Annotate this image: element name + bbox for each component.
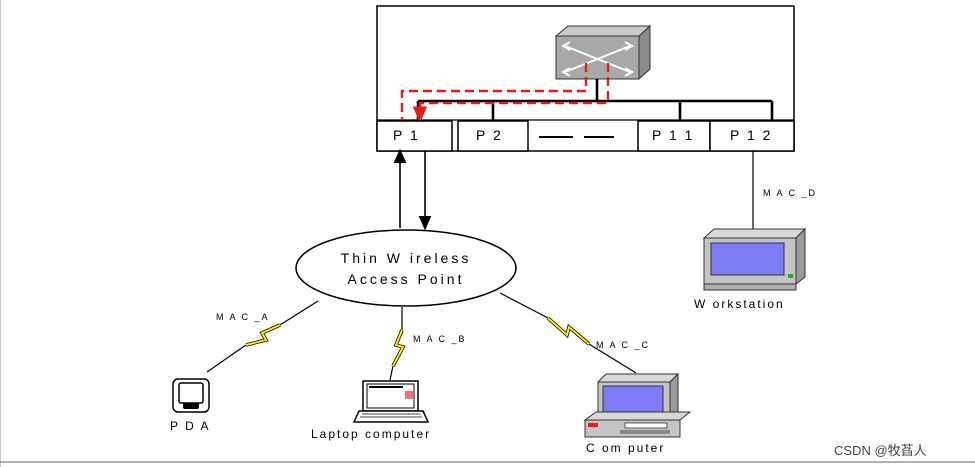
switch-icon (554, 24, 652, 81)
access-point-label-line2: Access Point (348, 271, 465, 287)
computer-label: C om puter (586, 441, 665, 455)
mac-a-label: M A C _A (216, 312, 270, 322)
mac-d-label: M A C _D (763, 188, 817, 198)
access-point-label-line1: Thin W ireless (341, 250, 472, 266)
port-p2 (457, 120, 529, 152)
mac-c-label: M A C _C (596, 340, 650, 350)
port-cells (376, 120, 795, 152)
pda-label: P D A (170, 419, 210, 433)
laptop-icon (352, 380, 430, 423)
port-label-p11: P 1 1 (652, 127, 694, 143)
workstation-icon (702, 227, 807, 291)
backplane-bus (416, 79, 774, 121)
wireless-link-laptop (389, 307, 406, 381)
port-label-p1: P 1 (393, 127, 420, 143)
laptop-label: Laptop computer (311, 427, 431, 441)
port-label-p2: P 2 (476, 127, 503, 143)
port-label-p12: P 1 2 (730, 127, 772, 143)
forwarding-path (400, 63, 610, 124)
mac-b-label: M A C _B (413, 334, 467, 344)
access-point-node (295, 229, 517, 307)
wireless-link-pda (206, 300, 319, 373)
port-p1 (376, 120, 453, 152)
watermark: CSDN @牧萏人 (834, 443, 927, 458)
computer-icon (583, 372, 692, 438)
workstation-label: W orkstation (694, 297, 785, 311)
port-p12 (709, 120, 795, 152)
pda-icon (172, 378, 210, 413)
wireless-link-computer (499, 292, 637, 374)
